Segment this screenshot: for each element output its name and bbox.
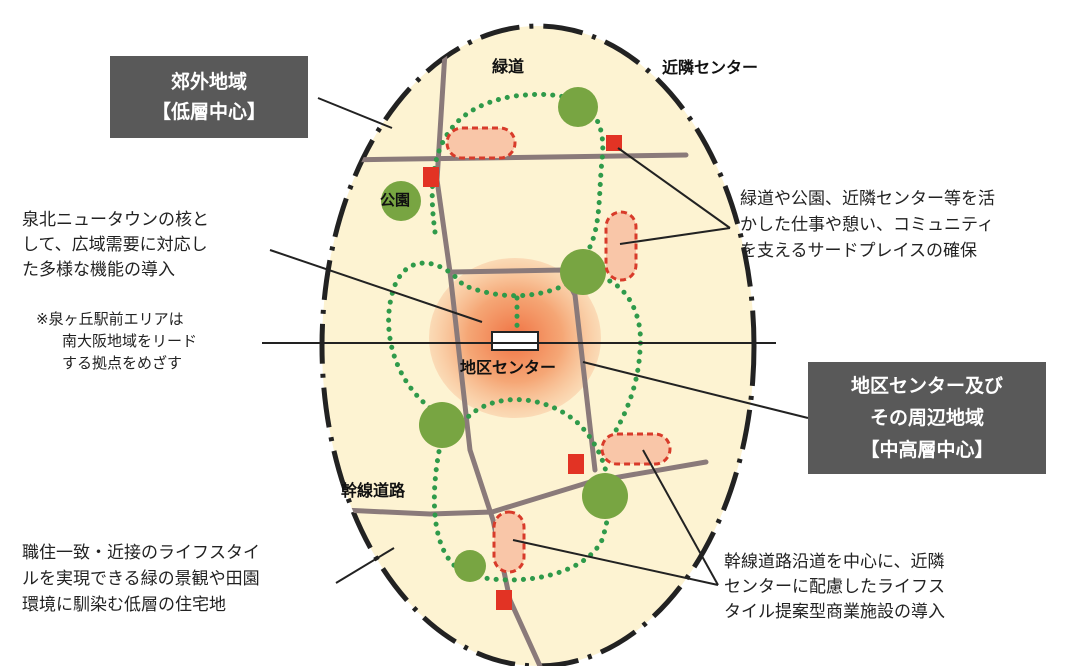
description-line: 幹線道路沿道を中心に、近隣 — [724, 552, 945, 572]
greenway-center-loop — [386, 260, 643, 443]
trunk-road — [339, 459, 709, 517]
tree-icon — [381, 181, 421, 221]
description-line: タイル提案型商業施設の導入 — [724, 602, 945, 622]
neighborhood-center-markers — [423, 135, 622, 610]
district-area-title-line1: 地区センター及び — [850, 375, 1003, 397]
district-area-subtitle: 【中高層中心】 — [860, 439, 994, 461]
description-line: かした仕事や憩い、コミュニティ — [740, 215, 994, 235]
note-line: ※泉ヶ丘駅前エリアは — [36, 310, 184, 328]
greenway-label: 緑道 — [492, 57, 524, 76]
commercial-description: 幹線道路沿道を中心に、近隣 センターに配慮したライフス タイル提案型商業施設の導… — [724, 550, 945, 625]
description-line: た多様な機能の導入 — [22, 260, 175, 280]
commercial-zone — [445, 126, 517, 160]
leader-line — [642, 449, 719, 586]
neighborhood-center-label: 近隣センター — [662, 58, 758, 77]
leader-line — [269, 249, 483, 323]
residential-description: 職住一致・近接のライフスタイ ルを実現できる緑の景観や田園 環境に馴染む低層の住… — [22, 540, 260, 618]
description-line: して、広域需要に対応し — [22, 235, 208, 255]
suburban-area-box: 郊外地域 【低層中心】 — [110, 56, 308, 138]
core-function-description: 泉北ニュータウンの核と して、広域需要に対応し た多様な機能の導入 — [22, 208, 209, 283]
third-place-description: 緑道や公園、近隣センター等を活 かした仕事や憩い、コミュニティ を支えるサードプ… — [740, 186, 995, 264]
neighborhood-center-marker — [496, 590, 512, 610]
neighborhood-center-marker — [606, 135, 622, 151]
commercial-zones — [445, 126, 672, 574]
tree-icon — [582, 473, 628, 519]
district-center-area-box: 地区センター及び その周辺地域 【中高層中心】 — [808, 362, 1046, 474]
tree-icon — [419, 402, 465, 448]
commercial-zone — [604, 210, 638, 282]
park-trees — [381, 87, 628, 582]
tree-icon — [454, 550, 486, 582]
note-line: 南大阪地域をリード — [62, 332, 198, 350]
neighborhood-center-marker — [423, 167, 439, 187]
leader-line — [617, 147, 731, 229]
description-line: 緑道や公園、近隣センター等を活 — [740, 189, 995, 209]
leader-line — [619, 227, 731, 245]
leader-lines — [262, 97, 809, 586]
tree-icon — [560, 249, 606, 295]
district-center-label: 地区センター — [460, 358, 556, 377]
district-area-title-line2: その周辺地域 — [869, 407, 984, 429]
description-line: 環境に馴染む低層の住宅地 — [22, 595, 226, 615]
description-line: 泉北ニュータウンの核と — [22, 210, 209, 230]
description-line: ルを実現できる緑の景観や田園 — [22, 569, 260, 589]
station-area-note: ※泉ヶ丘駅前エリアは 南大阪地域をリード する拠点をめざす — [36, 308, 197, 374]
description-line: を支えるサードプレイスの確保 — [740, 241, 977, 261]
station-marker — [491, 331, 539, 351]
trunk-road-label: 幹線道路 — [341, 481, 406, 500]
note-line: する拠点をめざす — [62, 354, 183, 372]
suburban-area-title: 郊外地域 — [170, 71, 247, 93]
leader-line — [317, 97, 393, 129]
commercial-zone — [600, 432, 672, 466]
suburban-area-subtitle: 【低層中心】 — [151, 101, 266, 123]
leader-line — [335, 547, 395, 584]
description-line: 職住一致・近接のライフスタイ — [22, 543, 260, 563]
neighborhood-center-marker — [568, 454, 584, 474]
park-label: 公園 — [380, 191, 410, 209]
description-line: センターに配慮したライフス — [724, 577, 945, 597]
leader-line — [512, 539, 719, 586]
tree-icon — [558, 87, 598, 127]
commercial-zone — [492, 510, 526, 574]
leader-line — [582, 361, 809, 419]
